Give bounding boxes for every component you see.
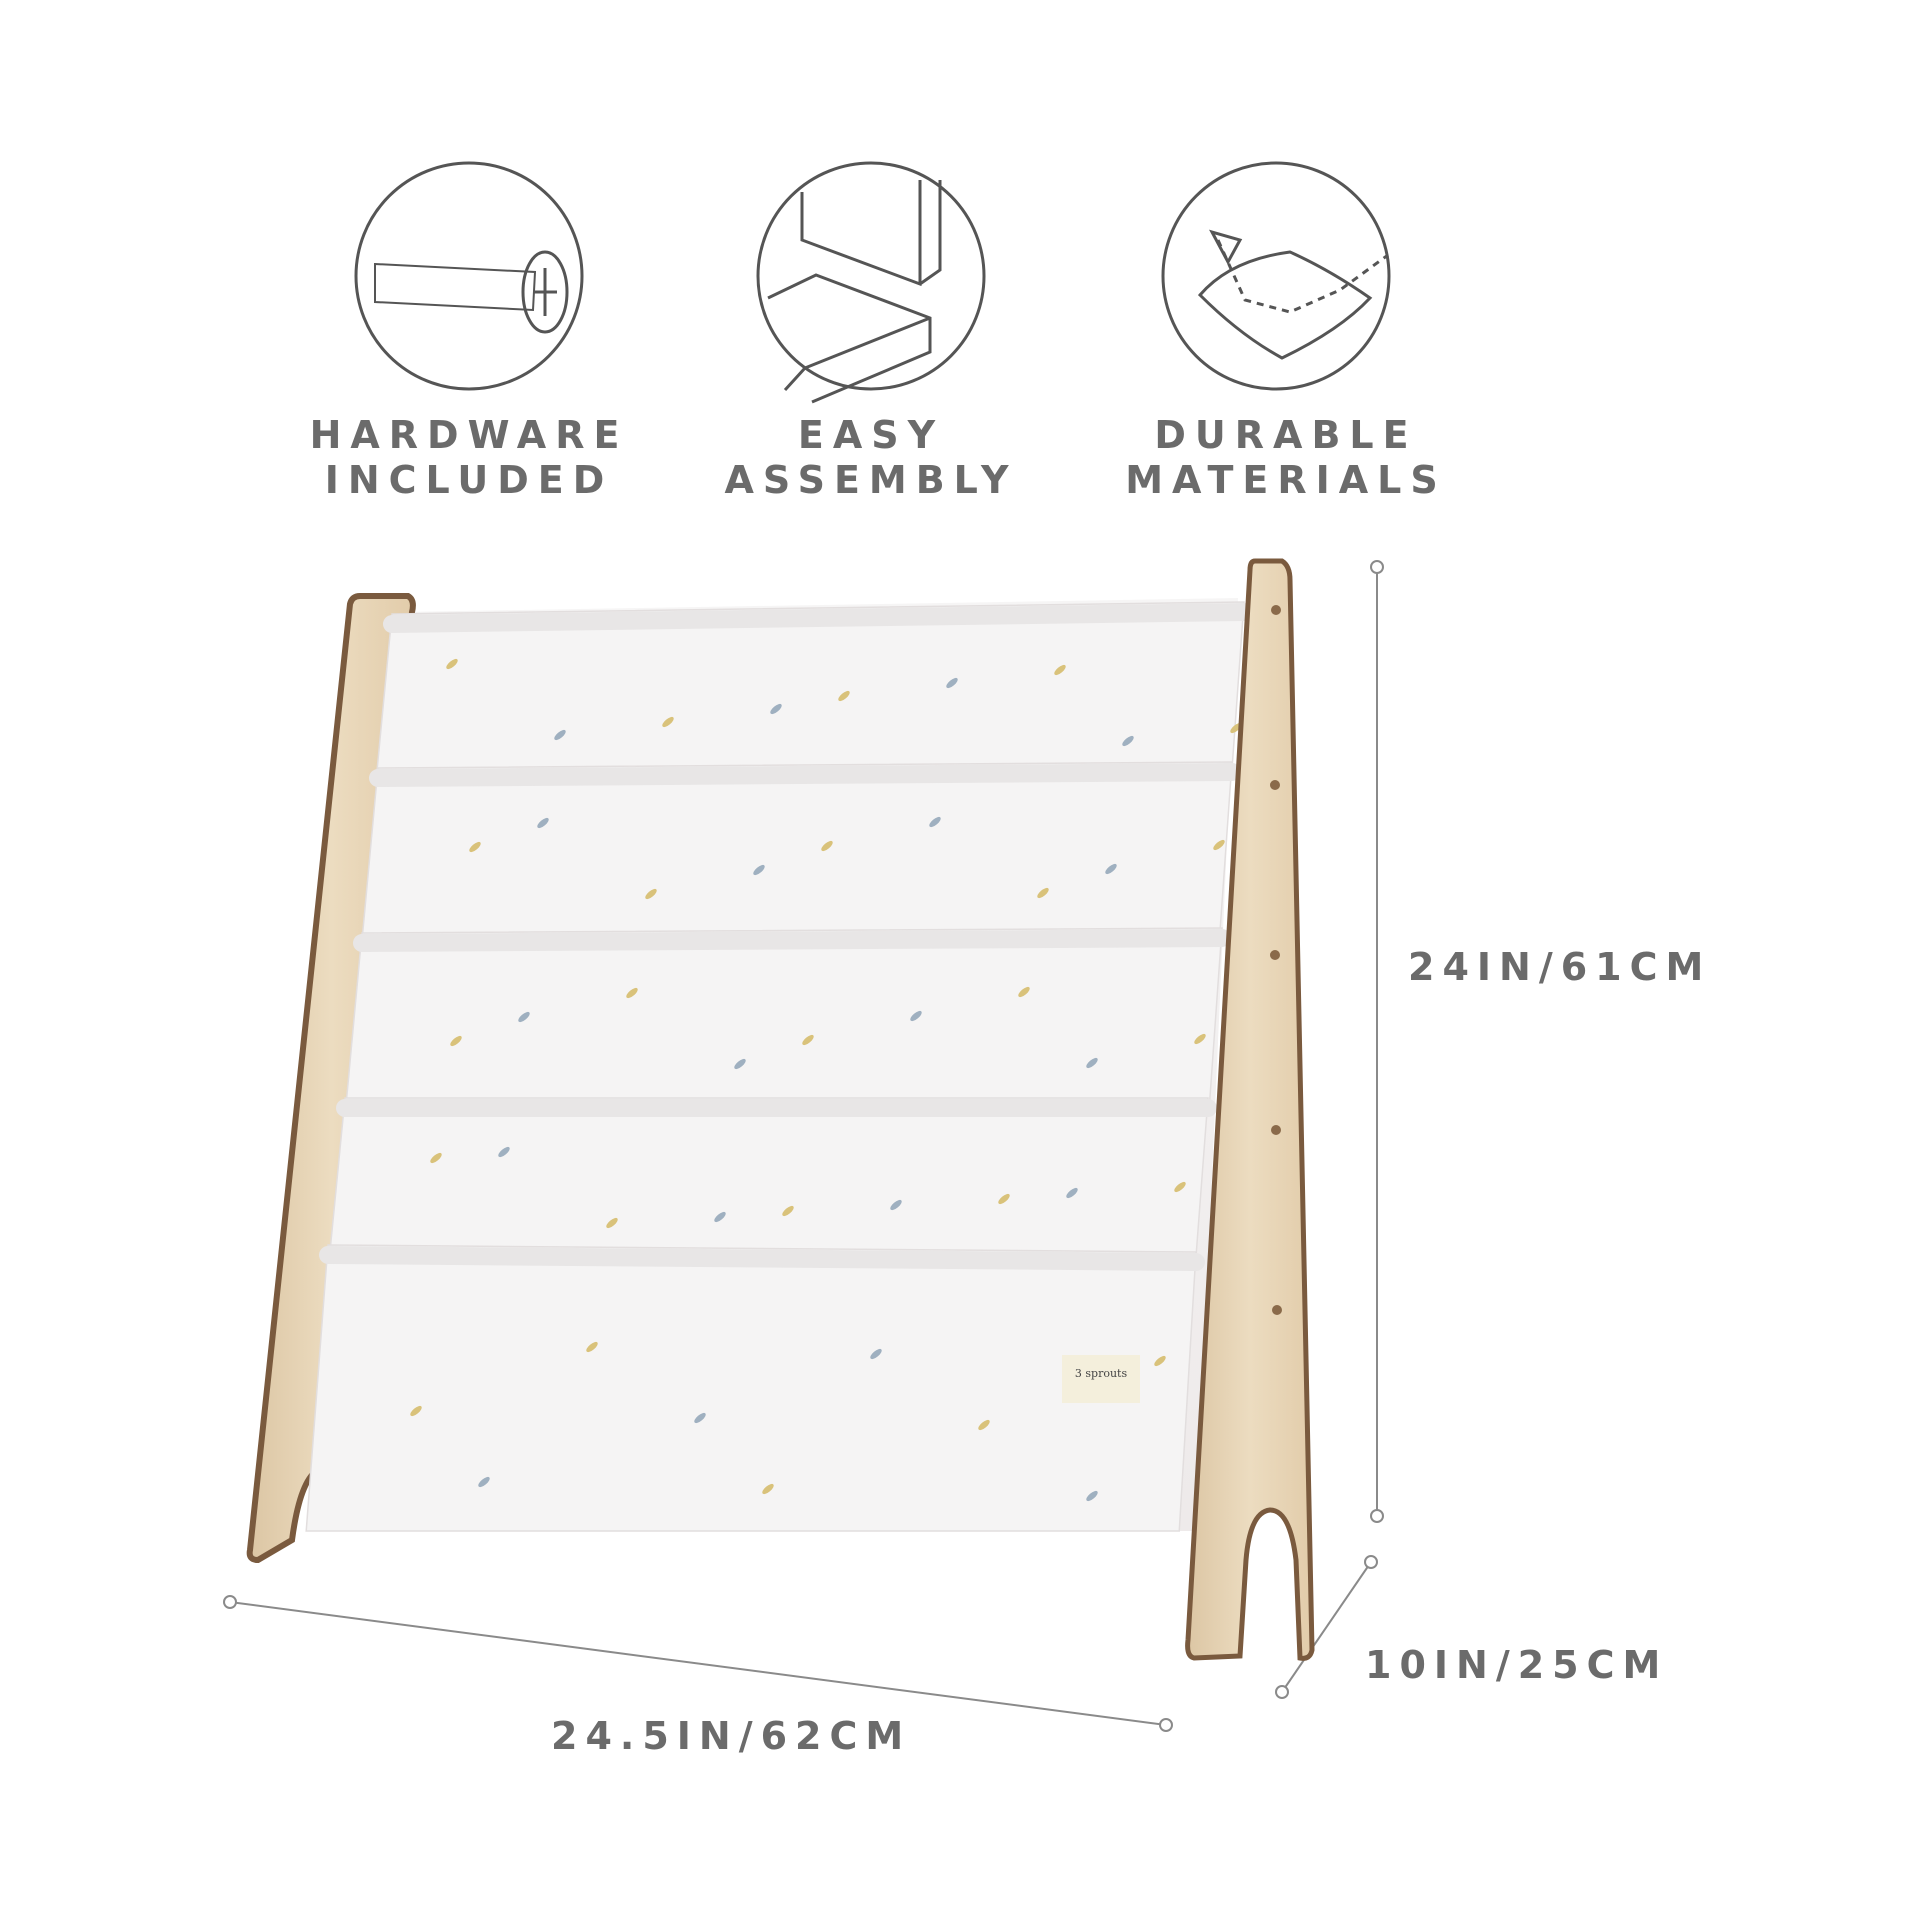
fabric-sling bbox=[360, 761, 1233, 944]
bolt-hole bbox=[1272, 1305, 1282, 1315]
leaf-pattern-mark bbox=[929, 816, 941, 828]
leaf-pattern-mark bbox=[446, 658, 458, 670]
leaf-pattern-mark bbox=[430, 1152, 442, 1164]
feature-line2: INCLUDED bbox=[324, 458, 614, 502]
leaf-pattern-mark bbox=[498, 1146, 510, 1158]
leaf-pattern-mark bbox=[1086, 1490, 1098, 1502]
leaf-pattern-mark bbox=[802, 1034, 814, 1046]
bolt-hole bbox=[1270, 950, 1280, 960]
fabric-slings bbox=[305, 601, 1253, 1532]
feature-line1: EASY bbox=[797, 413, 945, 457]
leaf-pattern-mark bbox=[694, 1412, 706, 1424]
feature-line2: MATERIALS bbox=[1125, 458, 1447, 502]
leaf-pattern-mark bbox=[946, 677, 958, 689]
leaf-pattern-mark bbox=[1174, 1181, 1186, 1193]
feature-line2: ASSEMBLY bbox=[724, 458, 1018, 502]
leaf-pattern-mark bbox=[910, 1010, 922, 1022]
leaf-pattern-mark bbox=[1154, 1355, 1166, 1367]
leaf-pattern-mark bbox=[1018, 986, 1030, 998]
fabric-sling bbox=[344, 927, 1223, 1109]
fabric-sling bbox=[305, 1244, 1197, 1532]
sling-rod bbox=[353, 929, 1231, 952]
leaf-pattern-mark bbox=[469, 841, 481, 853]
brand-label-logo bbox=[1062, 1355, 1140, 1403]
leaf-pattern-mark bbox=[762, 1483, 774, 1495]
sling-rod bbox=[319, 1246, 1205, 1271]
leaf-pattern-mark bbox=[606, 1217, 618, 1229]
feature-durable-materials: DURABLE MATERIALS bbox=[1076, 413, 1496, 503]
dimension-lines bbox=[223, 560, 1384, 1732]
feature-easy-assembly: EASY ASSEMBLY bbox=[671, 413, 1071, 503]
leaf-pattern-mark bbox=[626, 987, 638, 999]
leaf-pattern-mark bbox=[554, 729, 566, 741]
leaf-pattern-mark bbox=[450, 1035, 462, 1047]
leaf-pattern-mark bbox=[586, 1341, 598, 1353]
bolt-hole bbox=[1271, 1125, 1281, 1135]
bolt-hole bbox=[1270, 780, 1280, 790]
leaf-pattern-mark bbox=[1194, 1033, 1206, 1045]
leaf-pattern-mark bbox=[662, 716, 674, 728]
width-dimension-label: 24.5IN/62CM bbox=[551, 1714, 912, 1758]
leaf-pattern-mark bbox=[1066, 1187, 1078, 1199]
leaf-pattern-mark bbox=[770, 703, 782, 715]
leaf-pattern-mark bbox=[537, 817, 549, 829]
leaf-pattern-mark bbox=[998, 1193, 1010, 1205]
leaf-pattern-mark bbox=[1037, 887, 1049, 899]
leaf-pattern-mark bbox=[1105, 863, 1117, 875]
feature-line1: DURABLE bbox=[1154, 413, 1418, 457]
fabric-swatch-icon bbox=[1161, 161, 1391, 391]
sling-bookshelf: 3 sprouts bbox=[246, 558, 1315, 1661]
leaf-pattern-mark bbox=[1054, 664, 1066, 676]
leaf-pattern-mark bbox=[838, 690, 850, 702]
leaf-pattern-mark bbox=[1122, 735, 1134, 747]
feature-hardware-included: HARDWARE INCLUDED bbox=[269, 413, 669, 503]
leaf-pattern-mark bbox=[821, 840, 833, 852]
leaf-pattern-mark bbox=[1086, 1057, 1098, 1069]
leaf-pattern-mark bbox=[870, 1348, 882, 1360]
sling-rod bbox=[383, 603, 1253, 633]
depth-dimension-label: 10IN/25CM bbox=[1365, 1643, 1669, 1687]
leaf-pattern-mark bbox=[978, 1419, 990, 1431]
leaf-pattern-mark bbox=[714, 1211, 726, 1223]
screw-icon bbox=[354, 161, 584, 391]
feature-line1: HARDWARE bbox=[309, 413, 629, 457]
panel-holes bbox=[1270, 605, 1282, 1315]
right-side-panel bbox=[1185, 558, 1315, 1661]
sling-rod bbox=[369, 763, 1241, 787]
leaf-pattern-mark bbox=[518, 1011, 530, 1023]
fabric-sling bbox=[328, 1097, 1209, 1256]
leaf-pattern-mark bbox=[478, 1476, 490, 1488]
leaf-pattern-mark bbox=[410, 1405, 422, 1417]
leaf-pattern-mark bbox=[890, 1199, 902, 1211]
leaf-pattern-mark bbox=[753, 864, 765, 876]
height-dimension-label: 24IN/61CM bbox=[1408, 945, 1712, 989]
leaf-pattern-mark bbox=[734, 1058, 746, 1070]
leaf-pattern-mark bbox=[645, 888, 657, 900]
bolt-hole bbox=[1271, 605, 1281, 615]
leaf-pattern-mark bbox=[782, 1205, 794, 1217]
leaf-pattern-mark bbox=[1213, 839, 1225, 851]
brand-label-text: 3 sprouts bbox=[1075, 1367, 1128, 1380]
assembly-panels-icon bbox=[756, 161, 986, 404]
